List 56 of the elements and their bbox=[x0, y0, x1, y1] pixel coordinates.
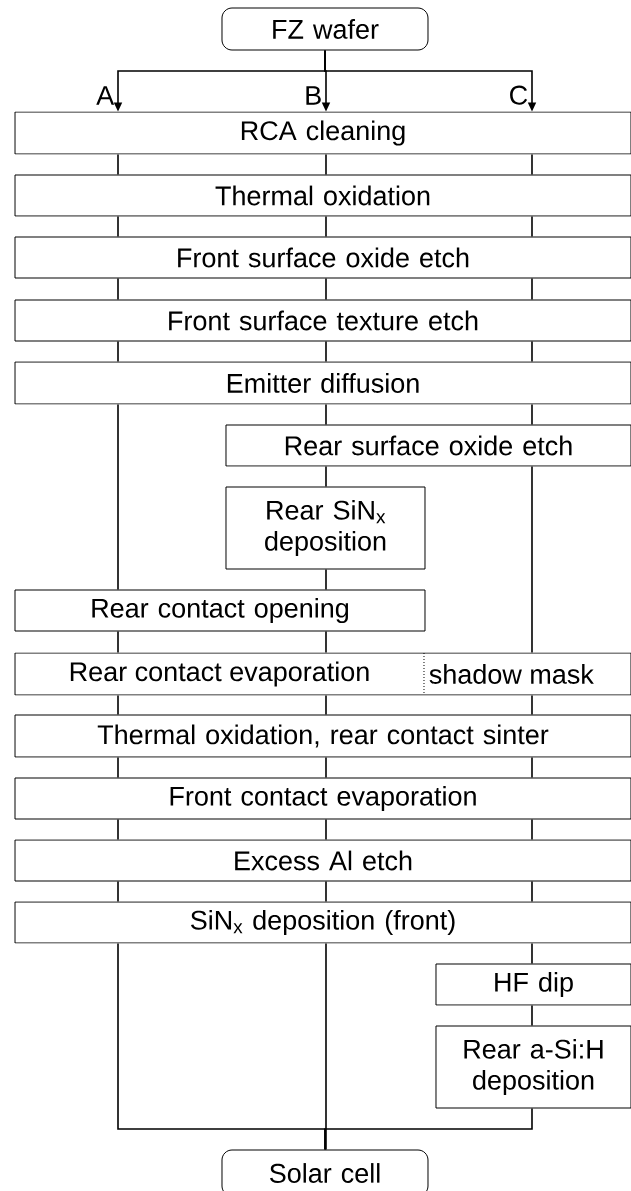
connector-line bbox=[531, 215, 533, 238]
process-box: SiN$_{x}$ deposition (front) bbox=[14, 901, 631, 944]
connector-line bbox=[531, 1004, 533, 1027]
connector-line bbox=[117, 215, 119, 238]
process-box: Thermal oxidation bbox=[14, 174, 631, 217]
terminal-box: Solar cell bbox=[221, 1149, 429, 1191]
connector-line bbox=[117, 818, 119, 841]
connector-line bbox=[117, 277, 119, 301]
process-box: Thermal oxidation, rear contact sinter bbox=[14, 714, 631, 758]
process-box: Front contact evaporation bbox=[14, 777, 631, 820]
connector-line bbox=[325, 942, 327, 1151]
connector-line bbox=[531, 942, 533, 965]
process-box: Rear a-Si:H deposition bbox=[435, 1025, 631, 1109]
connector-line bbox=[325, 277, 327, 301]
connector-line bbox=[325, 153, 327, 176]
process-box: Rear surface oxide etch bbox=[225, 424, 631, 467]
edge-label: B bbox=[306, 86, 321, 105]
process-box: Rear SiN$_{x}$ deposition bbox=[225, 486, 426, 570]
connector-line bbox=[117, 153, 119, 176]
connector-line bbox=[117, 756, 119, 779]
connector-line bbox=[531, 277, 533, 301]
terminal-box: FZ wafer bbox=[221, 7, 429, 51]
connector-line bbox=[531, 153, 533, 176]
process-box: RCA cleaning bbox=[14, 111, 631, 155]
connector-line bbox=[325, 880, 327, 903]
connector-line bbox=[117, 694, 119, 716]
connector-line bbox=[324, 1107, 533, 1151]
connector-line bbox=[117, 880, 119, 903]
connector-line bbox=[325, 215, 327, 238]
connector-line bbox=[531, 880, 533, 903]
connector-line bbox=[531, 694, 533, 716]
process-box: Rear contact opening bbox=[14, 589, 426, 632]
process-box: Front surface texture etch bbox=[14, 299, 631, 342]
connector-line bbox=[325, 694, 327, 716]
process-box: Emitter diffusion bbox=[14, 361, 631, 405]
connector-line bbox=[531, 340, 533, 363]
connector-line bbox=[117, 630, 119, 654]
connector-line bbox=[531, 465, 533, 654]
edge-label: A bbox=[96, 86, 115, 105]
connector-line bbox=[325, 756, 327, 779]
process-box: Excess Al etch bbox=[14, 839, 631, 882]
connector-line bbox=[531, 756, 533, 779]
connector-line bbox=[531, 818, 533, 841]
process-box: Front surface oxide etch bbox=[14, 236, 631, 279]
connector-line bbox=[117, 403, 119, 591]
connector-line bbox=[325, 568, 327, 591]
connector-line bbox=[531, 403, 533, 426]
edge-label: C bbox=[510, 85, 528, 105]
process-box: Rear contact evaporation shadow mask bbox=[14, 652, 631, 696]
connector-line bbox=[325, 403, 327, 426]
connector-line bbox=[117, 340, 119, 363]
process-box: HF dip bbox=[435, 963, 631, 1006]
connector-line bbox=[325, 465, 327, 488]
connector-line bbox=[325, 818, 327, 841]
connector-line bbox=[325, 340, 327, 363]
connector-line bbox=[325, 630, 327, 654]
